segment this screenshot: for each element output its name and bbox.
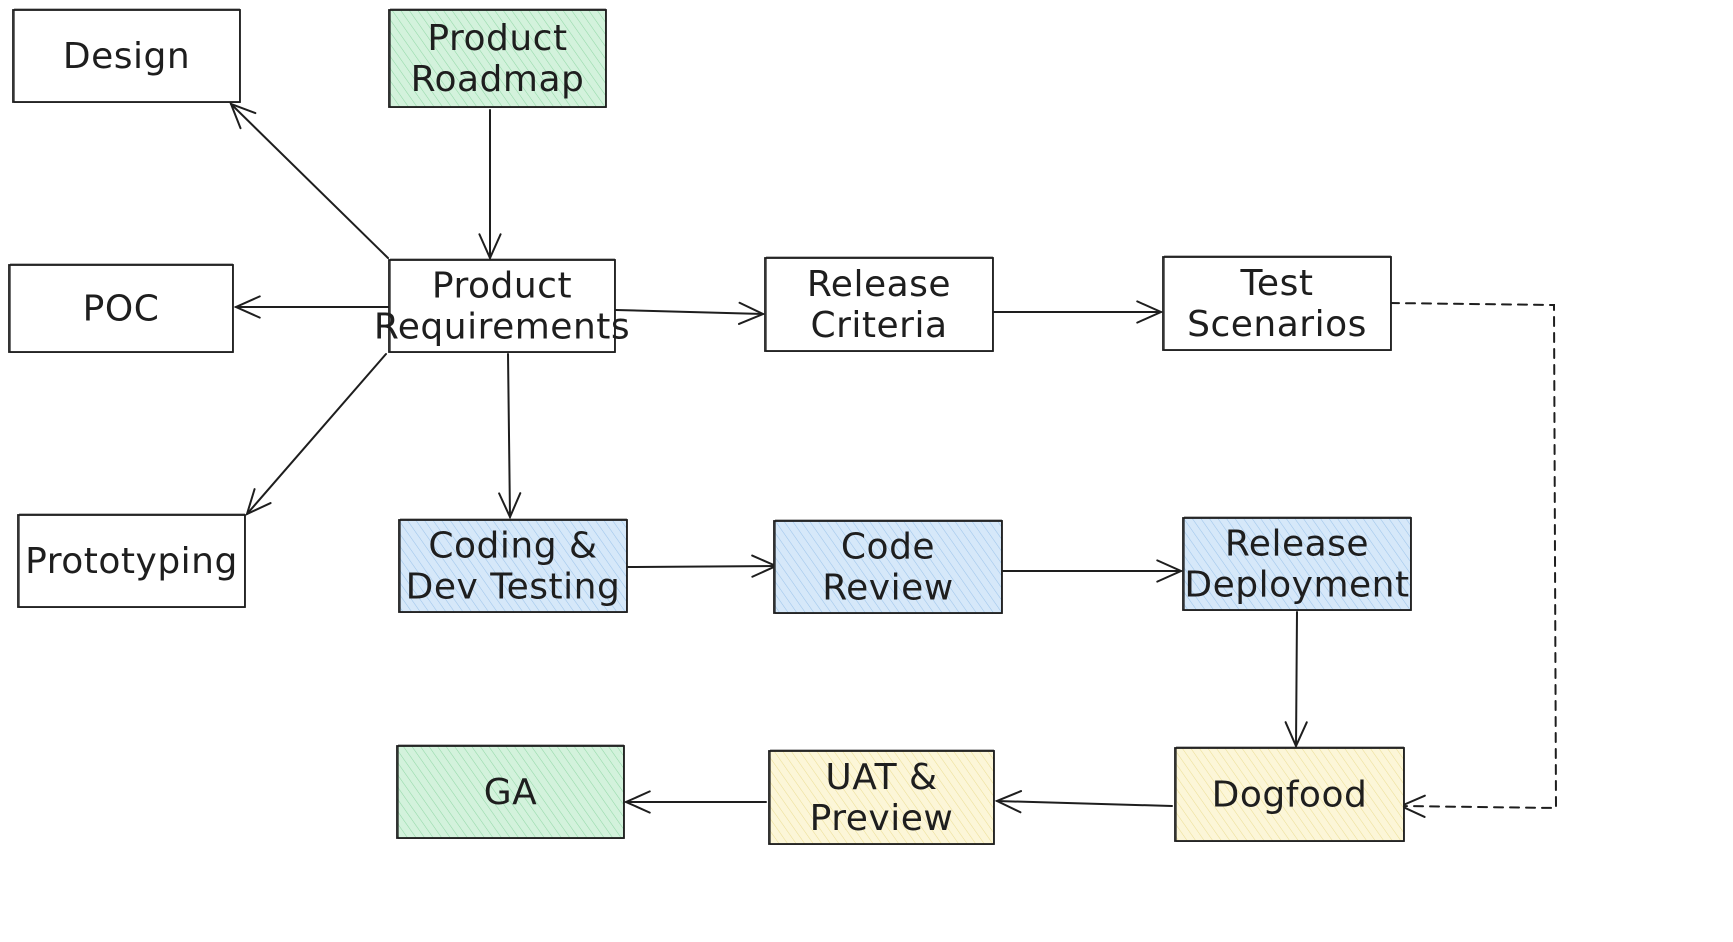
node-box-sketch: [1176, 746, 1404, 842]
node-label: Roadmap: [411, 59, 585, 100]
node-box-sketch: [390, 258, 615, 353]
edge-criteria-to-scenarios: [993, 300, 1164, 324]
node-label: Product: [427, 18, 567, 59]
node-label: Test: [1240, 263, 1314, 304]
node-label: UAT &: [825, 757, 937, 798]
arrowhead: [737, 301, 766, 325]
arrowhead: [1156, 559, 1184, 583]
edge-requirements-to-criteria: [615, 301, 766, 325]
node-coding: Coding &Dev Testing: [398, 518, 628, 613]
arrowhead: [623, 790, 651, 814]
edge-line: [1295, 611, 1298, 747]
node-box: [17, 514, 246, 608]
node-label: Product: [432, 266, 572, 307]
node-label: Preview: [810, 798, 954, 839]
node-box-sketch: [14, 8, 240, 103]
node-ga: GA: [396, 744, 625, 839]
arrowhead: [229, 102, 257, 130]
node-box-sketch: [400, 518, 627, 613]
node-label: Release: [1225, 524, 1369, 565]
edge-dogfood-to-uat: [994, 790, 1173, 814]
node-prototyping: Prototyping: [17, 513, 246, 608]
node-box: [398, 519, 628, 613]
node-label: Requirements: [374, 307, 630, 348]
edge-review-to-deployment: [1002, 559, 1184, 583]
arrowhead: [498, 492, 522, 520]
node-label: POC: [83, 289, 160, 330]
edge-line: [246, 353, 387, 515]
arrowhead: [245, 488, 272, 516]
edge-line: [1389, 302, 1558, 810]
arrowhead: [233, 295, 261, 319]
node-label: Dogfood: [1212, 775, 1368, 816]
edge-requirements-to-design: [229, 102, 389, 259]
node-box-sketch: [775, 519, 1002, 614]
node-dogfood: Dogfood: [1174, 746, 1405, 842]
node-label: Design: [63, 36, 190, 77]
node-box: [768, 750, 995, 845]
node-label: Release: [807, 264, 951, 305]
node-box: [388, 9, 607, 108]
node-box-sketch: [1164, 255, 1391, 351]
node-box: [764, 257, 994, 352]
edge-requirements-to-prototyping: [245, 353, 387, 516]
node-uat: UAT &Preview: [768, 749, 995, 845]
node-label: Criteria: [810, 305, 947, 346]
edge-line: [996, 800, 1173, 807]
node-box-sketch: [19, 513, 245, 608]
node-label: Code: [841, 527, 935, 568]
node-box-sketch: [1184, 516, 1411, 611]
node-label: Dev Testing: [406, 567, 621, 608]
node-label: Scenarios: [1187, 304, 1367, 345]
edge-deployment-to-dogfood: [1284, 611, 1308, 749]
node-design: Design: [12, 8, 241, 103]
node-box: [8, 264, 234, 353]
arrowhead: [478, 233, 502, 261]
node-box: [388, 259, 616, 353]
node-box: [1182, 517, 1412, 611]
node-box: [773, 520, 1003, 614]
node-label: GA: [484, 772, 538, 813]
edge-line: [230, 103, 389, 259]
edge-roadmap-to-requirements: [478, 109, 502, 261]
edge-requirements-to-coding: [498, 353, 522, 520]
node-box-sketch: [390, 8, 606, 108]
node-label: Deployment: [1184, 565, 1409, 606]
node-box: [396, 745, 625, 839]
node-box-sketch: [398, 744, 624, 839]
node-label: Review: [822, 568, 953, 609]
edge-coding-to-review: [627, 554, 779, 578]
node-box-sketch: [766, 256, 993, 352]
arrowhead: [1136, 300, 1164, 324]
edge-requirements-to-poc: [233, 295, 389, 319]
node-box: [1174, 747, 1405, 842]
node-box: [12, 9, 241, 103]
edge-scenarios-to-dogfood: [1389, 302, 1558, 818]
edge-line: [627, 565, 777, 568]
node-label: Coding &: [428, 526, 597, 567]
node-box-sketch: [10, 263, 233, 353]
edge-line: [507, 353, 511, 518]
node-box-sketch: [770, 749, 994, 845]
edges-layer: [229, 102, 1558, 818]
node-poc: POC: [8, 263, 234, 353]
edge-uat-to-ga: [623, 790, 767, 814]
node-box: [1162, 256, 1392, 351]
node-label: Prototyping: [25, 541, 238, 582]
edge-line: [615, 309, 764, 315]
arrowhead: [1284, 721, 1308, 749]
arrowhead: [994, 790, 1023, 814]
